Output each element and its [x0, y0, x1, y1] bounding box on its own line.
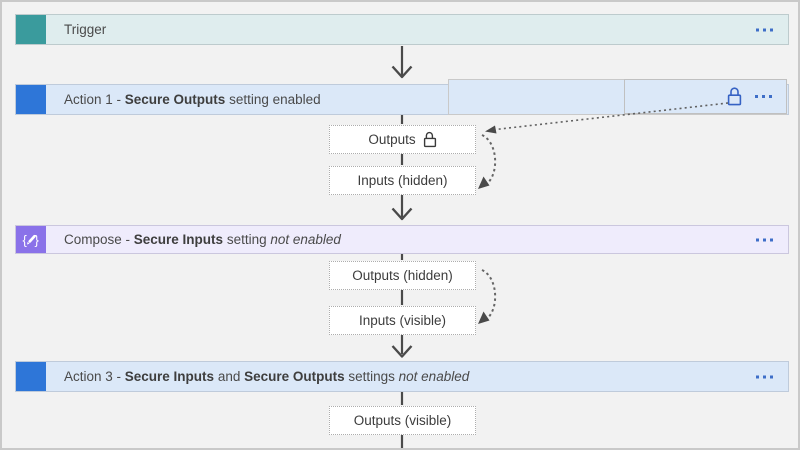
compose-label-bold: Secure Inputs — [133, 232, 224, 247]
trigger-label-text: Trigger — [64, 22, 107, 37]
lock-icon — [727, 87, 742, 106]
more-options-icon[interactable] — [756, 28, 773, 31]
action3-node[interactable]: Action 3 - Secure Inputs and Secure Outp… — [15, 361, 789, 392]
trigger-icon — [16, 15, 46, 44]
compose-outputs-box: Outputs (hidden) — [329, 261, 476, 290]
svg-text:{: { — [23, 232, 28, 247]
more-options-icon[interactable] — [756, 238, 773, 241]
outputs-to-inputs-dotted-arc — [481, 134, 497, 186]
action1-label-bold: Secure Outputs — [124, 92, 226, 107]
trigger-node[interactable]: Trigger — [15, 14, 789, 45]
compose-inputs-label: Inputs (visible) — [358, 313, 447, 328]
arrowhead-icon — [391, 207, 413, 221]
action3-outputs-box: Outputs (visible) — [329, 406, 476, 435]
action1-label-suffix: setting enabled — [225, 92, 321, 107]
action1-inputs-label: Inputs (hidden) — [357, 173, 448, 188]
svg-text:}: } — [35, 232, 40, 247]
compose-icon: { } — [16, 226, 46, 253]
action-icon — [16, 85, 46, 114]
arrowhead-icon — [485, 125, 497, 134]
lock-icon — [423, 131, 436, 148]
arrowhead-icon — [478, 176, 490, 189]
action3-label-prefix: Action 3 - — [64, 369, 125, 384]
action3-label-mid1: and — [214, 369, 245, 384]
compose-label-prefix: Compose - — [64, 232, 134, 247]
arrowhead-icon — [391, 345, 413, 358]
action3-label-bold2: Secure Outputs — [244, 369, 345, 384]
trigger-label: Trigger — [64, 22, 106, 37]
more-options-icon[interactable] — [755, 95, 772, 98]
action-icon — [16, 362, 46, 391]
action1-inputs-box: Inputs (hidden) — [329, 166, 476, 195]
compose-node[interactable]: { } Compose - Secure Inputs setting not … — [15, 225, 789, 254]
arrowhead-icon — [478, 311, 490, 324]
action3-outputs-label: Outputs (visible) — [353, 413, 452, 428]
compose-label-italic: not enabled — [270, 232, 341, 247]
action3-label-bold1: Secure Inputs — [124, 369, 215, 384]
action1-controls — [624, 79, 787, 114]
compose-inputs-box: Inputs (visible) — [329, 306, 476, 335]
action3-label: Action 3 - Secure Inputs and Secure Outp… — [64, 369, 469, 384]
action1-outputs-box: Outputs — [329, 125, 476, 154]
compose-label-mid: setting — [223, 232, 271, 247]
outputs-to-inputs-dotted-arc — [481, 269, 497, 321]
more-options-icon[interactable] — [756, 375, 773, 378]
curly-braces-pencil-icon: { } — [23, 232, 40, 247]
action1-label: Action 1 - Secure Outputs setting enable… — [64, 92, 321, 107]
arrowhead-icon — [391, 65, 413, 79]
compose-label: Compose - Secure Inputs setting not enab… — [64, 232, 341, 247]
action3-label-mid2: settings — [344, 369, 399, 384]
compose-outputs-label: Outputs (hidden) — [352, 268, 453, 283]
action1-outputs-label: Outputs — [368, 132, 416, 147]
action1-label-prefix: Action 1 - — [64, 92, 125, 107]
action3-label-italic: not enabled — [398, 369, 470, 384]
